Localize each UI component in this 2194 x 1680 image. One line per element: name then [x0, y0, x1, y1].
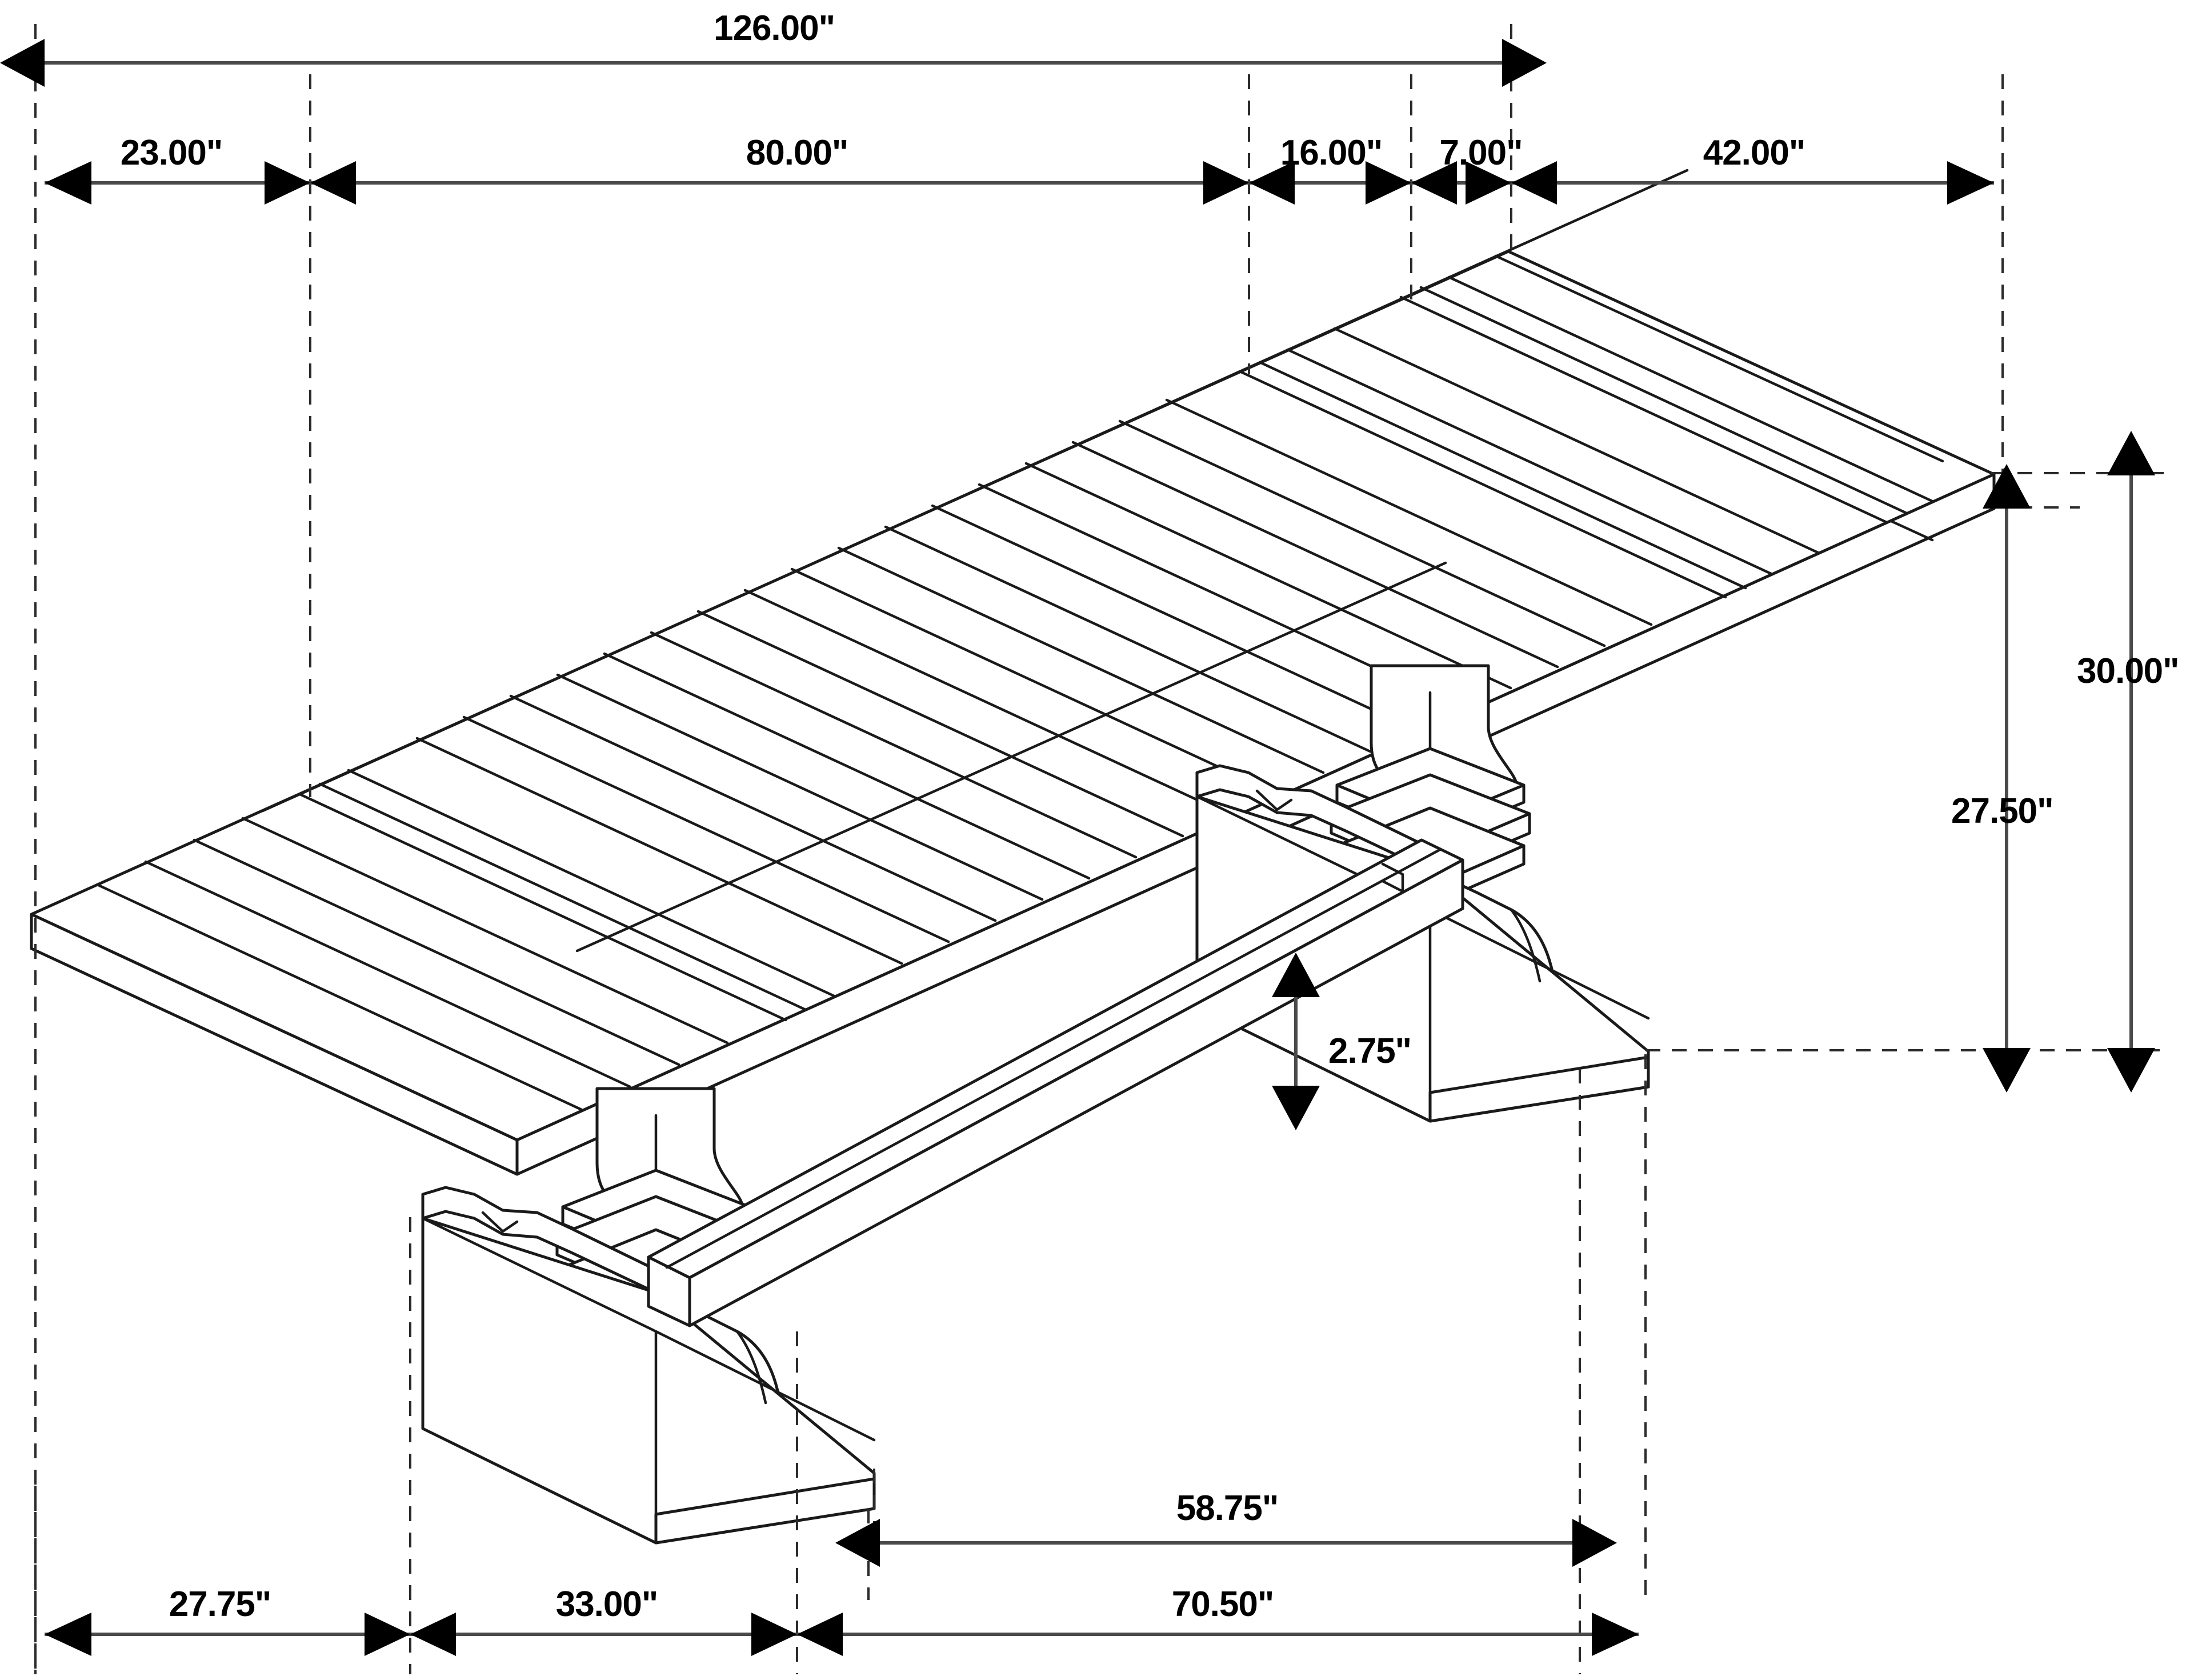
tick-7-42: [1466, 161, 1557, 205]
dim-label-70-50: 70.50": [1172, 1585, 1274, 1624]
dim-label-7: 7.00": [1439, 133, 1522, 173]
dimension-height-30-00: 30.00": [2077, 431, 2180, 1093]
extension-lines: [34, 24, 2171, 1674]
dim-label-58-75: 58.75": [1176, 1489, 1279, 1528]
dim-label-23: 23.00": [121, 133, 223, 173]
tick-80-16: [1203, 161, 1295, 205]
tick-16-7: [1366, 161, 1457, 205]
arrow-chain-left-end: [45, 161, 91, 205]
dimension-58-75: 58.75": [835, 1489, 1617, 1567]
table-assembly: [30, 169, 1996, 1545]
stretcher-rail: [647, 838, 1464, 1327]
dimension-height-27-50: 27.50": [1951, 464, 2054, 1093]
dim-label-16: 16.00": [1280, 133, 1383, 173]
dimension-row-overall-width: 126.00": [0, 9, 1547, 87]
dim-label-33-00: 33.00": [556, 1585, 658, 1624]
dim-label-27-50: 27.50": [1951, 791, 2053, 831]
dimension-stretcher-2-75: 2.75": [1272, 953, 1412, 1130]
dim-label-42: 42.00": [1703, 133, 1805, 173]
table-top: [30, 169, 1996, 1176]
dim-label-30-00: 30.00": [2077, 651, 2179, 691]
dim-label-80: 80.00": [746, 133, 848, 173]
tick-33-7050: [751, 1613, 843, 1656]
dimension-row-segments: 23.00" 80.00" 16.00" 7.00" 42.00": [45, 133, 1994, 205]
tick-23-80: [265, 161, 356, 205]
arrow-chain-right-end: [1947, 161, 1994, 205]
dim-label-126: 126.00": [714, 9, 835, 48]
arrow-bottom-right-end: [1592, 1613, 1639, 1656]
dim-label-27-75: 27.75": [169, 1585, 271, 1624]
dim-label-2-75: 2.75": [1328, 1031, 1411, 1071]
tick-2775-33: [365, 1613, 456, 1656]
dimension-row-bottom-chain: 27.75" 33.00" 70.50": [45, 1585, 1639, 1656]
arrow-bottom-left-end: [45, 1613, 91, 1656]
